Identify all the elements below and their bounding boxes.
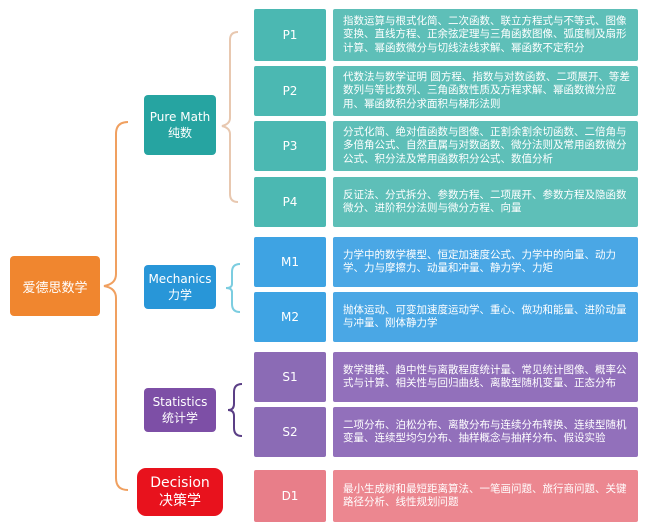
module-m2-desc-text: 抛体运动、可变加速度运动学、重心、做功和能量、进阶动量与冲量、刚体静力学 xyxy=(343,303,627,330)
category-pure-math: Pure Math 纯数 xyxy=(144,95,216,155)
category-mechanics: Mechanics 力学 xyxy=(144,265,216,309)
category-mechanics-zh: 力学 xyxy=(167,288,192,302)
module-p2-code-label: P2 xyxy=(282,84,298,98)
category-decision-zh: 决策学 xyxy=(159,493,201,509)
module-p3-desc-text: 分式化简、绝对值函数与图像、正割余割余切函数、二倍角与多倍角公式、自然直属与对数… xyxy=(343,125,627,165)
module-m2-code: M2 xyxy=(254,292,326,342)
statistics-brace xyxy=(227,383,243,437)
module-m2-code-label: M2 xyxy=(281,310,299,324)
root-node: 爱德思数学 xyxy=(10,256,100,316)
module-p3-code-label: P3 xyxy=(282,139,298,153)
category-decision: Decision 决策学 xyxy=(137,468,223,516)
category-statistics: Statistics 统计学 xyxy=(144,388,216,432)
module-p4-desc-text: 反证法、分式拆分、参数方程、二项展开、参数方程及隐函数微分、进阶积分法则与微分方… xyxy=(343,188,627,215)
category-statistics-zh: 统计学 xyxy=(161,411,198,425)
root-brace xyxy=(103,121,129,491)
category-statistics-en: Statistics xyxy=(152,395,208,409)
module-p4-desc: 反证法、分式拆分、参数方程、二项展开、参数方程及隐函数微分、进阶积分法则与微分方… xyxy=(333,177,638,227)
module-p2-code: P2 xyxy=(254,66,326,116)
module-p1-code: P1 xyxy=(254,9,326,61)
module-m1-code-label: M1 xyxy=(281,255,299,269)
category-decision-en: Decision xyxy=(150,475,210,491)
module-p1-code-label: P1 xyxy=(282,28,298,42)
module-p4-code-label: P4 xyxy=(282,195,298,209)
module-s2-code: S2 xyxy=(254,407,326,457)
module-m1-desc: 力学中的数学模型、恒定加速度公式、力学中的向量、动力学、力与摩擦力、动量和冲量、… xyxy=(333,237,638,287)
module-s2-desc: 二项分布、泊松分布、离散分布与连续分布转换、连续型随机变量、连续型均匀分布、抽样… xyxy=(333,407,638,457)
category-pure-math-zh: 纯数 xyxy=(167,126,192,140)
module-s2-code-label: S2 xyxy=(282,425,298,439)
module-p1-desc: 指数运算与根式化简、二次函数、联立方程式与不等式、图像变换、直线方程、正余弦定理… xyxy=(333,9,638,61)
root-label: 爱德思数学 xyxy=(22,280,88,296)
module-s1-code: S1 xyxy=(254,352,326,402)
module-p1-desc-text: 指数运算与根式化简、二次函数、联立方程式与不等式、图像变换、直线方程、正余弦定理… xyxy=(343,14,627,54)
module-p3-code: P3 xyxy=(254,121,326,171)
module-s1-desc-text: 数学建模、趋中性与离散程度统计量、常见统计图像、概率公式与计算、相关性与回归曲线… xyxy=(343,363,627,390)
module-s2-desc-text: 二项分布、泊松分布、离散分布与连续分布转换、连续型随机变量、连续型均匀分布、抽样… xyxy=(343,418,627,445)
pure-brace xyxy=(221,31,239,203)
module-p3-desc: 分式化简、绝对值函数与图像、正割余割余切函数、二倍角与多倍角公式、自然直属与对数… xyxy=(333,121,638,171)
module-d1-code-label: D1 xyxy=(281,489,299,503)
module-p2-desc: 代数法与数学证明 圆方程、指数与对数函数、二项展开、等差数列与等比数列、三角函数… xyxy=(333,66,638,116)
category-pure-math-en: Pure Math xyxy=(149,110,211,124)
module-s1-code-label: S1 xyxy=(282,370,298,384)
module-s1-desc: 数学建模、趋中性与离散程度统计量、常见统计图像、概率公式与计算、相关性与回归曲线… xyxy=(333,352,638,402)
module-d1-desc-text: 最小生成树和最短距离算法、一笔画问题、旅行商问题、关键路径分析、线性规划问题 xyxy=(343,482,627,509)
module-m1-desc-text: 力学中的数学模型、恒定加速度公式、力学中的向量、动力学、力与摩擦力、动量和冲量、… xyxy=(343,248,616,275)
category-mechanics-en: Mechanics xyxy=(148,272,212,286)
module-m2-desc: 抛体运动、可变加速度运动学、重心、做功和能量、进阶动量与冲量、刚体静力学 xyxy=(333,292,638,342)
module-m1-code: M1 xyxy=(254,237,326,287)
module-d1-code: D1 xyxy=(254,470,326,522)
module-d1-desc: 最小生成树和最短距离算法、一笔画问题、旅行商问题、关键路径分析、线性规划问题 xyxy=(333,470,638,522)
module-p2-desc-text: 代数法与数学证明 圆方程、指数与对数函数、二项展开、等差数列与等比数列、三角函数… xyxy=(343,70,630,110)
module-p4-code: P4 xyxy=(254,177,326,227)
mechanics-brace xyxy=(225,263,241,313)
